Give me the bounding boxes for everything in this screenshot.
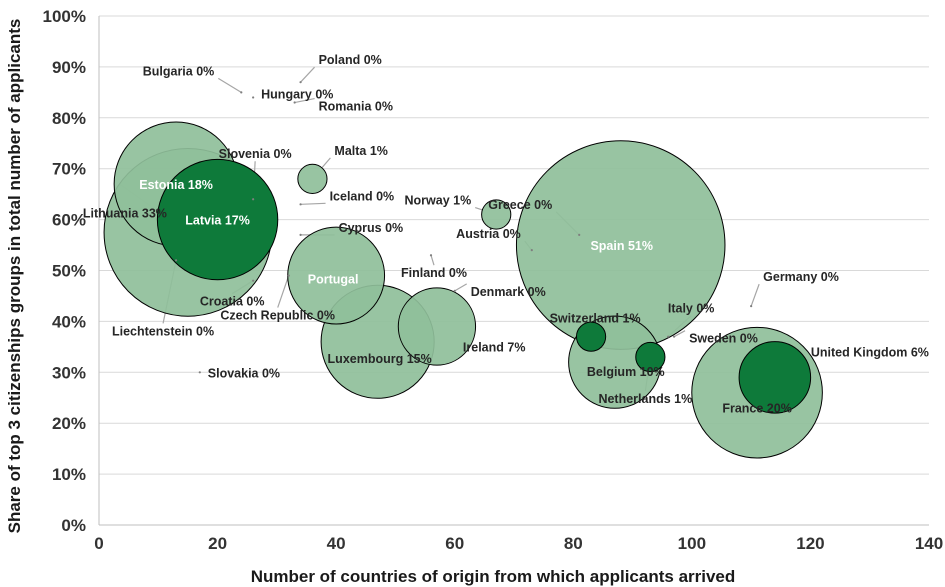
x-tick-label: 60 — [445, 534, 464, 553]
data-label-romania: Romania 0% — [319, 100, 393, 114]
data-label-sweden: Sweden 0% — [689, 332, 758, 346]
leader-norway — [475, 206, 483, 211]
y-axis-title: Share of top 3 citizenships groups in to… — [5, 19, 24, 534]
leader-finland — [430, 255, 435, 266]
data-label-slovenia: Slovenia 0% — [219, 147, 292, 161]
data-labels: Lithuania 33% Estonia 18% Latvia 17% Portug… — [83, 53, 929, 415]
leader-bulgaria — [217, 77, 242, 93]
marker-denmark — [453, 289, 456, 292]
data-label-ireland: Ireland 7% — [463, 340, 526, 354]
data-label-latvia: Latvia 17% — [185, 214, 250, 228]
y-tick-label: 80% — [52, 109, 86, 128]
marker-romania — [293, 101, 296, 104]
leader-iceland — [301, 202, 326, 205]
x-tick-label: 20 — [208, 534, 227, 553]
bubble-netherlands — [635, 341, 666, 373]
data-label-portugal: Portugal — [308, 273, 359, 287]
marker-liechtenstein — [174, 259, 178, 262]
data-label-netherlands: Netherlands 1% — [598, 392, 692, 406]
marker-finland — [429, 254, 433, 257]
bubble-united-kingdom — [738, 341, 812, 414]
marker-sweden — [672, 335, 676, 338]
x-tick-label: 0 — [94, 534, 103, 553]
y-axis-ticks: 0% 10% 20% 30% 40% 50% 60% 70% 80% 90% 100% — [43, 7, 86, 535]
y-tick-label: 0% — [61, 516, 86, 535]
data-label-denmark: Denmark 0% — [471, 285, 546, 299]
data-label-bulgaria: Bulgaria 0% — [143, 64, 215, 78]
marker-iceland — [299, 203, 302, 206]
y-tick-label: 50% — [52, 262, 86, 281]
data-label-united-kingdom: United Kingdom 6% — [811, 345, 929, 359]
x-axis-ticks: 0 20 40 60 80 100 120 140 — [94, 534, 943, 553]
x-tick-label: 80 — [564, 534, 583, 553]
data-label-greece: Greece 0% — [488, 198, 552, 212]
x-tick-label: 140 — [915, 534, 943, 553]
bubble-malta — [297, 163, 328, 194]
marker-poland — [299, 81, 302, 84]
data-label-switzerland: Switzerland 1% — [550, 312, 641, 326]
marker-bulgaria — [240, 91, 243, 94]
y-tick-label: 70% — [52, 160, 86, 179]
marker-greece — [578, 233, 581, 236]
data-label-poland: Poland 0% — [319, 53, 382, 67]
data-label-luxembourg: Luxembourg 15% — [328, 352, 432, 366]
y-tick-label: 90% — [52, 58, 86, 77]
data-label-croatia: Croatia 0% — [200, 295, 265, 309]
data-label-belgium: Belgium 10% — [587, 365, 665, 379]
leader-malta — [321, 157, 331, 169]
data-label-hungary: Hungary 0% — [261, 87, 333, 101]
data-label-finland: Finland 0% — [401, 266, 467, 280]
marker-hungary — [252, 96, 255, 99]
data-label-estonia: Estonia 18% — [139, 178, 213, 192]
y-tick-label: 60% — [52, 211, 86, 230]
x-tick-label: 120 — [796, 534, 824, 553]
y-tick-label: 10% — [52, 465, 86, 484]
marker-czech-republic — [287, 274, 290, 277]
marker-slovenia — [252, 198, 255, 201]
marker-cyprus — [299, 233, 302, 236]
x-tick-label: 100 — [678, 534, 706, 553]
leader-poland — [300, 66, 316, 83]
bubble-ireland — [397, 287, 477, 366]
x-axis-title: Number of countries of origin from which… — [251, 567, 736, 586]
data-label-lithuania: Lithuania 33% — [83, 206, 167, 220]
data-label-czech-republic: Czech Republic 0% — [220, 309, 335, 323]
bubble-latvia — [156, 158, 279, 281]
leader-romania — [295, 97, 315, 104]
data-label-spain: Spain 51% — [590, 239, 653, 253]
data-label-italy: Italy 0% — [668, 302, 715, 316]
marker-germany — [750, 305, 753, 308]
marker-italy — [667, 335, 670, 338]
marker-austria — [530, 249, 533, 252]
leader-denmark — [454, 283, 468, 292]
data-label-iceland: Iceland 0% — [330, 189, 395, 203]
data-label-norway: Norway 1% — [405, 194, 472, 208]
leader-germany — [750, 283, 760, 306]
y-tick-label: 30% — [52, 363, 86, 382]
data-label-france: France 20% — [722, 402, 791, 416]
leader-sweden — [674, 330, 686, 337]
data-label-liechtenstein: Liechtenstein 0% — [112, 324, 214, 338]
data-label-cyprus: Cyprus 0% — [339, 221, 404, 235]
leader-czech-republic — [277, 275, 290, 308]
data-label-slovakia: Slovakia 0% — [208, 366, 280, 380]
data-label-austria: Austria 0% — [456, 227, 521, 241]
marker-slovakia — [198, 371, 201, 374]
bubble-norway — [481, 199, 512, 230]
y-tick-label: 20% — [52, 414, 86, 433]
y-tick-label: 40% — [52, 312, 86, 331]
bubbles — [103, 81, 823, 459]
bubble-switzerland — [575, 321, 607, 352]
data-label-germany: Germany 0% — [763, 270, 839, 284]
marker-croatia — [252, 279, 255, 282]
x-tick-label: 40 — [327, 534, 346, 553]
data-label-malta: Malta 1% — [334, 144, 388, 158]
y-tick-label: 100% — [43, 7, 86, 26]
